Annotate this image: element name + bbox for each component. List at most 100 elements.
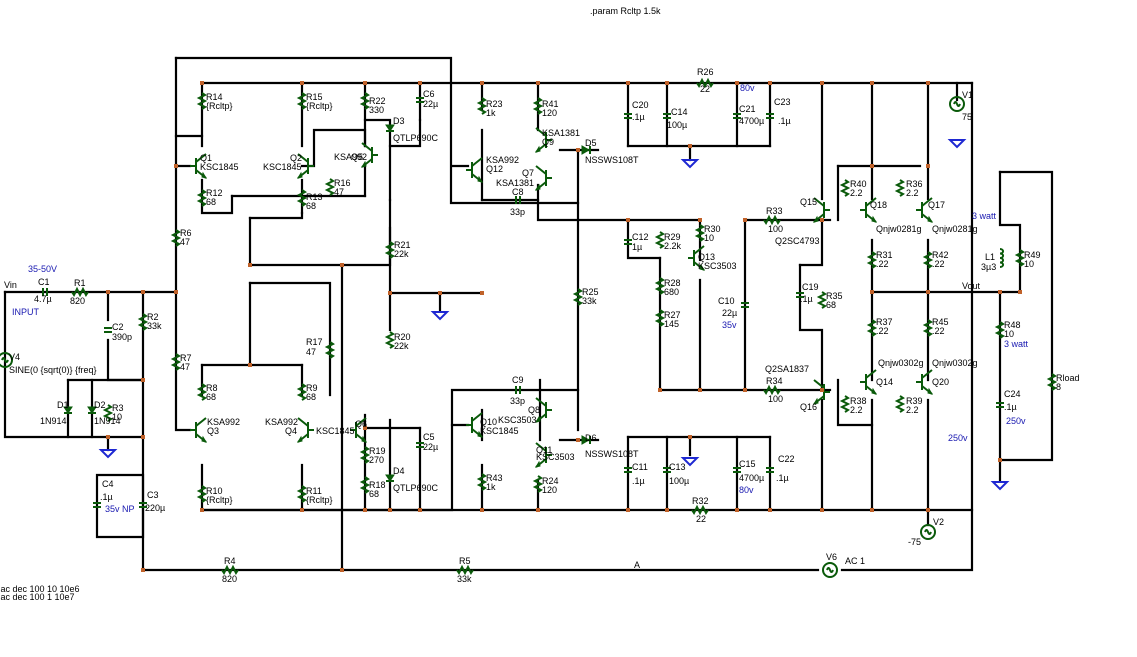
r12-resistor: [196, 189, 208, 207]
r40-resistor: [839, 179, 851, 197]
v4-voltage-source: [0, 352, 13, 368]
r40-ref-label: R40: [850, 179, 867, 189]
q10-transistor: [466, 412, 484, 438]
r17-value-label: 47: [306, 347, 316, 357]
q3-value-label: KSA992: [207, 417, 240, 427]
r14-value-label: {Rcltp}: [206, 101, 233, 111]
r6-resistor: [170, 229, 182, 247]
junction-dot: [870, 290, 874, 294]
c13-value-label: 100µ: [669, 476, 689, 486]
junction-dot: [820, 388, 824, 392]
wire: [363, 118, 392, 202]
spice-directive-label: .param Rcltp 1.5k: [590, 6, 661, 16]
r11-resistor: [296, 485, 308, 503]
q8-transistor: [534, 397, 552, 423]
r28-resistor: [654, 277, 666, 295]
r36-resistor: [894, 179, 906, 197]
v6-value-label: AC 1: [845, 556, 865, 566]
r24-ref-label: R24: [542, 476, 559, 486]
d4-diode: [385, 474, 395, 482]
junction-dot: [300, 508, 304, 512]
net-input-label: INPUT: [12, 307, 40, 317]
junction-dot: [480, 508, 484, 512]
r43-ref-label: R43: [486, 473, 503, 483]
l1-inductor: [999, 248, 1004, 268]
r37-resistor: [866, 319, 878, 337]
c2-capacitor: [104, 327, 112, 333]
r25-ref-label: R25: [582, 287, 599, 297]
r22-value-label: 330: [369, 105, 384, 115]
r35-resistor: [816, 291, 828, 309]
wire: [388, 118, 422, 148]
junction-dot: [363, 508, 367, 512]
r30-ref-label: R30: [704, 224, 721, 234]
r10-value-label: {Rcltp}: [206, 495, 233, 505]
d5-ref-label: D5: [585, 138, 597, 148]
c15-ref-label: C15: [739, 459, 756, 469]
junction-dot: [363, 426, 367, 430]
r49-resistor: [1014, 249, 1026, 267]
wire: [174, 134, 192, 432]
q20-value-label: Qnjw0302g: [932, 358, 978, 368]
junction-dots: [106, 81, 1022, 572]
r19-value-label: 270: [369, 455, 384, 465]
r41-resistor: [532, 97, 544, 115]
d2-diode: [87, 406, 97, 414]
d4-value-label: QTLP690C: [393, 483, 439, 493]
q15-transistor: [812, 197, 830, 223]
l1-ref-label: L1: [985, 252, 995, 262]
junction-dot: [626, 81, 630, 85]
junction-dot: [820, 218, 824, 222]
l1-power-note: 3 watt: [972, 211, 997, 221]
c1-value-label: 4.7µ: [34, 294, 52, 304]
r27-ref-label: R27: [664, 310, 681, 320]
q14-transistor: [860, 369, 878, 395]
junction-dot: [106, 290, 110, 294]
q13-ref-label: Q13: [698, 252, 715, 262]
junction-dot: [200, 81, 204, 85]
junction-dot: [768, 81, 772, 85]
v2-value-label: -75: [908, 537, 921, 547]
r42-resistor: [922, 251, 934, 269]
r20-resistor: [384, 331, 396, 349]
r43-value-label: 1k: [486, 482, 496, 492]
ac-directive-1-label: .ac dec 100 10 10e6: [0, 584, 80, 594]
r18-ref-label: R18: [369, 480, 386, 490]
c23-capacitor: [766, 113, 774, 119]
junction-dot: [576, 438, 580, 442]
v2-voltage-source: [920, 524, 936, 540]
c24-rating-note: 250v: [1006, 416, 1026, 426]
junction-dot: [735, 81, 739, 85]
junction-dot: [926, 81, 930, 85]
r8-ref-label: R8: [206, 383, 218, 393]
r31-value-label: .22: [876, 259, 889, 269]
junction-dot: [480, 81, 484, 85]
r22-resistor: [359, 92, 371, 110]
c4-ref-label: C4: [102, 479, 114, 489]
r37-value-label: .22: [876, 326, 889, 336]
c22-ref-label: C22: [778, 454, 795, 464]
q8-value-label: KSC3503: [498, 415, 537, 425]
r38-resistor: [839, 395, 851, 413]
r7-ref-label: R7: [180, 353, 192, 363]
wire: [3, 290, 145, 439]
q7-transistor: [534, 165, 552, 191]
d6-ref-label: D6: [585, 433, 597, 443]
r35-ref-label: R35: [826, 291, 843, 301]
ground-icon: [430, 311, 450, 321]
r21-ref-label: R21: [394, 240, 411, 250]
r36-value-label: 2.2: [906, 188, 919, 198]
q10-ref-label: Q10: [480, 417, 497, 427]
r37-ref-label: R37: [876, 317, 893, 327]
q6-transistor: [350, 417, 368, 443]
r4-resistor: [221, 564, 239, 576]
r12-ref-label: R12: [206, 188, 223, 198]
r12-value-label: 68: [206, 197, 216, 207]
r48-ref-label: R48: [1004, 320, 1021, 330]
r29-ref-label: R29: [664, 232, 681, 242]
d2-value-label: 1N914: [94, 416, 121, 426]
q2-transistor: [296, 153, 314, 179]
c14-ref-label: C14: [671, 107, 688, 117]
r48-value-label: 10: [1004, 329, 1014, 339]
